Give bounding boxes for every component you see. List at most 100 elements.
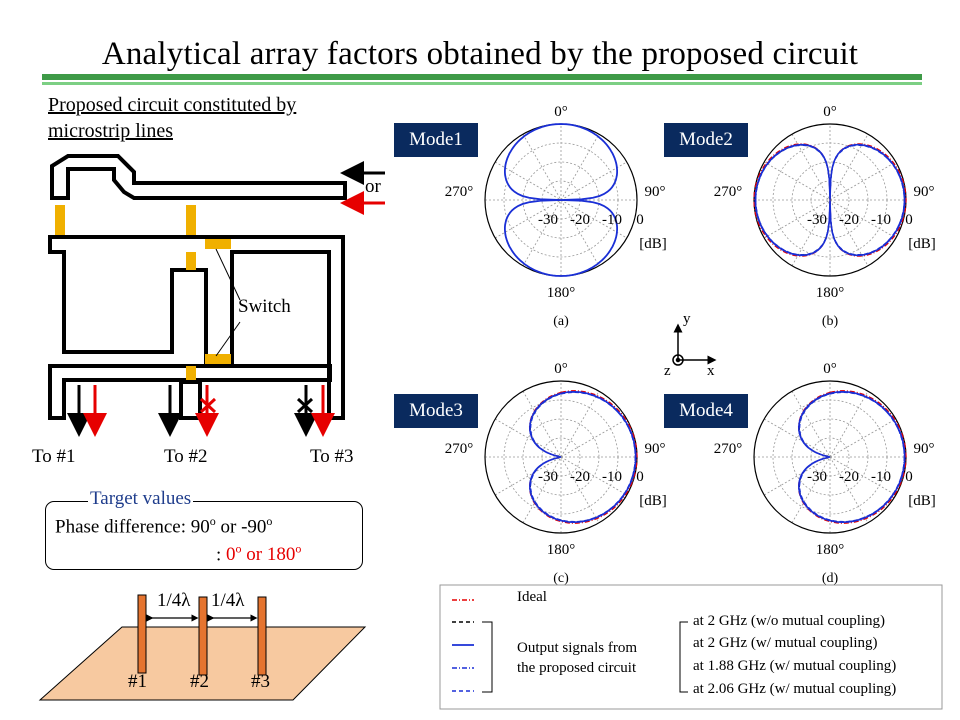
radial-label-3: 0 (905, 469, 913, 485)
switch-pointer-1 (215, 248, 241, 301)
legend-brace-right (679, 621, 688, 693)
legend-frame (439, 584, 943, 710)
radial-label-0: -30 (807, 212, 827, 228)
mode3-label: Mode3 (394, 394, 478, 428)
angle-label-90: 90° (645, 441, 666, 457)
trace-2ghz-w (504, 123, 618, 277)
unit-label: [dB] (639, 493, 667, 509)
angle-label-180: 180° (816, 542, 845, 558)
polar-plot-1 (484, 123, 638, 277)
radial-label-0: -30 (538, 469, 558, 485)
trace-206ghz (530, 391, 636, 523)
output-label-3: To #3 (310, 446, 354, 467)
angle-label-0: 0° (554, 361, 568, 377)
angle-label-90: 90° (914, 184, 935, 200)
switch-left (55, 205, 65, 235)
microstrip-stub-2 (179, 380, 202, 420)
mode4-label: Mode4 (664, 394, 748, 428)
circuit-heading-line1: Proposed circuit constituted by (48, 94, 297, 116)
unit-label: [dB] (908, 493, 936, 509)
radial-label-1: -20 (839, 469, 859, 485)
legend-entry-3: at 1.88 GHz (w/ mutual coupling) (693, 658, 897, 674)
axis-z-label: z (664, 363, 671, 379)
switch-right-top (205, 239, 231, 249)
radial-label-1: -20 (570, 469, 590, 485)
page-title: Analytical array factors obtained by the… (101, 36, 859, 72)
caption-a: (a) (553, 314, 569, 329)
mode2-label: Mode2 (664, 123, 748, 157)
angle-label-270: 270° (445, 184, 474, 200)
angle-label-270: 270° (714, 441, 743, 457)
circuit-heading-line2: microstrip lines (48, 120, 173, 142)
target-values-box (45, 501, 363, 570)
element-1 (137, 594, 147, 674)
caption-b: (b) (822, 314, 839, 329)
axis-x-label: x (707, 363, 715, 379)
angle-label-180: 180° (547, 542, 576, 558)
element-2 (198, 596, 208, 676)
spacing-label-2: 1/4λ (211, 590, 245, 611)
microstrip-circuit (48, 154, 347, 420)
angle-label-90: 90° (914, 441, 935, 457)
radial-label-2: -10 (602, 469, 622, 485)
circuit-heading: Proposed circuit constituted by microstr… (48, 92, 296, 144)
unit-label: [dB] (639, 236, 667, 252)
angle-label-180: 180° (547, 285, 576, 301)
polar-plot-4 (753, 380, 907, 534)
polar-plots: 0° 90° 180° 270° -30 -20 -10 0 [dB] (a) 0° 90° 180° 2… (445, 104, 936, 586)
angle-label-0: 0° (554, 104, 568, 120)
legend-entry-2: at 2 GHz (w/ mutual coupling) (693, 635, 878, 651)
angle-label-0: 0° (823, 361, 837, 377)
output-label-2: To #2 (164, 446, 208, 467)
angle-label-270: 270° (714, 184, 743, 200)
legend-ideal: Ideal (517, 589, 547, 605)
angle-label-90: 90° (645, 184, 666, 200)
spacing-label-1: 1/4λ (157, 590, 191, 611)
caption-d: (d) (822, 571, 839, 586)
target-phase-line2: : 0o or 180o (216, 542, 302, 566)
radial-label-3: 0 (636, 212, 644, 228)
polar-plot-3 (484, 380, 638, 534)
trace-206ghz (755, 144, 905, 256)
element-3 (257, 596, 267, 676)
radial-label-3: 0 (905, 212, 913, 228)
legend-brace-left (482, 621, 493, 693)
title-rule-thin (42, 82, 922, 85)
switch-pointer-2 (215, 321, 241, 357)
element-label-3: #3 (251, 671, 270, 692)
blocked-mark-black (296, 397, 314, 414)
target-phase-line1: Phase difference: 90o or -90o (55, 514, 273, 538)
unit-label: [dB] (908, 236, 936, 252)
mode1-label: Mode1 (394, 123, 478, 157)
angle-label-270: 270° (445, 441, 474, 457)
blocked-mark-red (199, 397, 217, 414)
switch-center-top (186, 205, 196, 235)
title-rule (42, 74, 922, 80)
angle-label-180: 180° (816, 285, 845, 301)
angle-label-0: 0° (823, 104, 837, 120)
legend-entry-1: at 2 GHz (w/o mutual coupling) (693, 613, 886, 629)
legend-entry-4: at 2.06 GHz (w/ mutual coupling) (693, 681, 897, 697)
radial-label-0: -30 (538, 212, 558, 228)
radial-label-1: -20 (839, 212, 859, 228)
polar-plot-2 (753, 123, 907, 277)
legend-group-line1: Output signals from (517, 640, 637, 656)
legend-group-line2: the proposed circuit (517, 660, 637, 676)
coordinate-axes (672, 323, 717, 366)
switch-center-mid (186, 252, 196, 270)
radial-label-0: -30 (807, 469, 827, 485)
radial-label-2: -10 (871, 469, 891, 485)
target-values-title: Target values (88, 488, 194, 510)
switches (55, 205, 231, 380)
radial-label-2: -10 (871, 212, 891, 228)
radial-label-3: 0 (636, 469, 644, 485)
switch-center-bottom (186, 366, 196, 380)
switch-right-bottom (205, 354, 231, 364)
axis-y-label: y (683, 311, 691, 327)
trace-206ghz (799, 391, 905, 523)
or-label: or (365, 176, 381, 197)
element-label-2: #2 (190, 671, 209, 692)
output-label-1: To #1 (32, 446, 76, 467)
switch-label: Switch (238, 296, 291, 317)
